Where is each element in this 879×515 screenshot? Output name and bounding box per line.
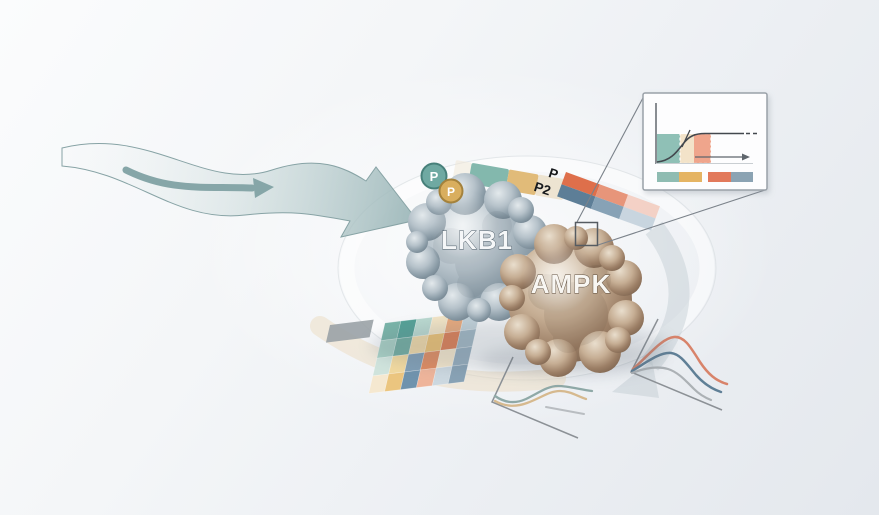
blot-gray-bar [325,319,374,343]
inset-arrow-head-icon [742,153,750,161]
lkb1-label: LKB1 [441,225,513,255]
stimulus-arrow-icon [61,143,418,238]
mini-chart-left-axes [490,356,579,439]
inset-bar [731,172,753,182]
mini-chart-left [490,356,594,439]
inset-bar [679,172,702,182]
inset-bar [708,172,731,182]
inset-region [680,134,694,163]
phosphate-badge-gold: P [438,178,464,204]
callout-line-bottom [597,189,766,246]
callout-square [574,221,599,247]
phospho-strip [557,172,660,231]
ampk-label: AMPK [531,269,612,299]
strip-segment [619,206,656,231]
strip-segment [623,194,660,219]
inset-activation-box [642,92,768,191]
callout-line-top [576,95,645,223]
strip-segment [557,184,596,209]
strip-segment [595,184,629,207]
strip-row1-label: P [547,165,560,182]
inset-region [657,134,680,163]
mini-chart-left-curve-gray [545,406,585,415]
mini-chart-left-curve-tan [493,389,588,407]
strip-row2-label: P2 [532,179,552,198]
stimulus-arrow-inner-head-icon [253,178,274,198]
ampk-protein [499,224,644,377]
phosphate-badge-teal: P [420,162,448,190]
gray-bar [325,319,374,343]
phosphate-badge-teal-letter: P [430,169,439,184]
strip-segment [561,172,600,197]
phosphate-badge-gold-circle [438,178,464,204]
ampk-highlight [522,240,594,312]
mini-chart-left-curve-teal [493,384,594,404]
inset-bar [657,172,679,182]
inset-region [694,134,711,163]
inset-threshold-tick [681,129,691,148]
lkb1-highlight [429,190,497,258]
strip-segment [590,196,624,220]
callout [574,95,766,247]
stimulus-arrow-inner-shaft [122,166,256,192]
phosphate-badge-teal-circle [420,162,448,190]
phosphate-badge-gold-letter: P [447,185,455,199]
